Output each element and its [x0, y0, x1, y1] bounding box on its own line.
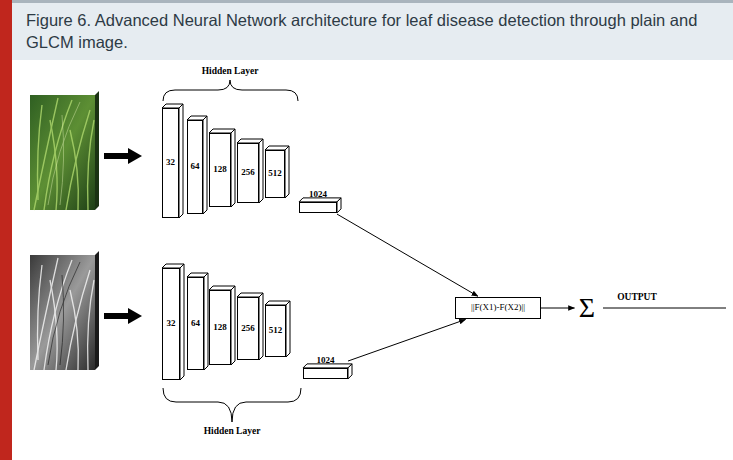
layer-block: 32	[162, 108, 179, 218]
layer-block: 64	[187, 120, 203, 214]
distance-box: ||F(X1)-F(X2)||	[455, 297, 541, 319]
layer-label: 32	[167, 319, 176, 329]
depth-face	[286, 301, 290, 357]
layer-block: 256	[237, 143, 259, 203]
layer-block: 32	[162, 268, 180, 380]
layer-block: 512	[265, 305, 286, 357]
depth-face	[348, 364, 352, 379]
layer-block: 128	[209, 290, 231, 365]
header-rule	[12, 0, 733, 3]
dense-layer: 1024	[303, 356, 348, 382]
dense-layer: 1024	[299, 190, 337, 216]
connector-arrow	[337, 214, 478, 296]
layer-label: 128	[213, 165, 227, 175]
depth-face	[259, 293, 263, 360]
layer-label: 64	[191, 319, 200, 329]
layer-label: Σ	[579, 294, 595, 322]
depth-face	[231, 286, 235, 365]
layer-label: 256	[241, 168, 255, 178]
layer-label: 256	[241, 324, 255, 334]
dense-layer-box	[299, 202, 337, 213]
accent-bar	[0, 0, 12, 460]
layer-label: 64	[191, 162, 200, 172]
depth-face	[337, 198, 341, 213]
output-label: OUTPUT	[612, 292, 662, 302]
layer-label: 512	[269, 326, 283, 336]
layer-block: 512	[265, 150, 285, 198]
input-arrow	[104, 148, 142, 164]
connector-arrow	[541, 308, 575, 309]
layer-block: 64	[187, 277, 204, 370]
hidden-layer-label: Hidden Layer	[190, 66, 270, 76]
depth-face	[204, 273, 208, 370]
depth-face	[259, 139, 263, 203]
layer-block: 256	[237, 297, 259, 360]
hidden-layer-label: Hidden Layer	[192, 426, 272, 436]
sum-symbol: Σ	[576, 292, 598, 324]
depth-face	[203, 116, 207, 214]
layer-label: 32	[166, 158, 175, 168]
layer-block: 128	[209, 133, 231, 207]
connector-arrow	[348, 320, 465, 362]
leaf-image	[30, 91, 99, 210]
glcm-image	[30, 251, 99, 370]
layer-label: ||F(X1)-F(X2)||	[471, 303, 525, 313]
dense-layer-box	[303, 368, 348, 379]
output-line	[603, 308, 726, 309]
layer-label: 1024	[317, 356, 335, 366]
depth-face	[180, 264, 184, 380]
hidden-layer-brace	[163, 388, 301, 422]
figure-title: Figure 6. Advanced Neural Network archit…	[26, 9, 716, 54]
input-arrow	[104, 308, 142, 324]
layer-label: 128	[213, 323, 227, 333]
depth-face	[179, 104, 183, 218]
depth-face	[285, 146, 289, 198]
layer-depth	[162, 104, 352, 380]
depth-face	[231, 129, 235, 207]
hidden-layer-brace	[163, 80, 298, 101]
layer-label: 1024	[309, 190, 327, 200]
layer-label: 512	[268, 169, 282, 179]
